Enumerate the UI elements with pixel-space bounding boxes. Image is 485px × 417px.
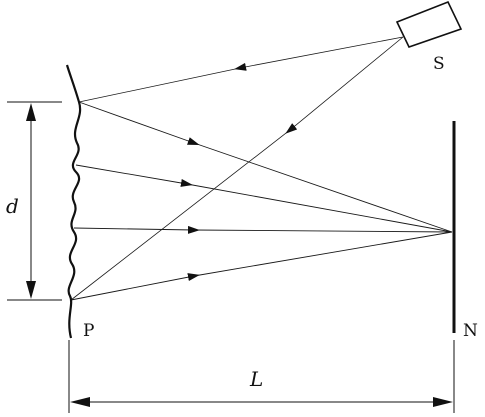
ray-3 bbox=[73, 225, 453, 234]
screen-label: N bbox=[463, 321, 478, 341]
incident-ray-upper bbox=[78, 36, 404, 103]
distance-label: L bbox=[249, 367, 263, 391]
wall-label: P bbox=[83, 321, 94, 341]
separation-label: d bbox=[6, 194, 19, 218]
rough-wall bbox=[65, 64, 82, 339]
separation-dimension bbox=[7, 101, 62, 301]
source-box bbox=[395, 0, 463, 48]
ray-4 bbox=[70, 231, 453, 301]
ray-2 bbox=[75, 164, 453, 233]
distance-dimension bbox=[68, 340, 455, 413]
source-label: S bbox=[433, 54, 445, 74]
ray-1 bbox=[78, 101, 453, 233]
incident-ray-lower bbox=[70, 36, 404, 301]
